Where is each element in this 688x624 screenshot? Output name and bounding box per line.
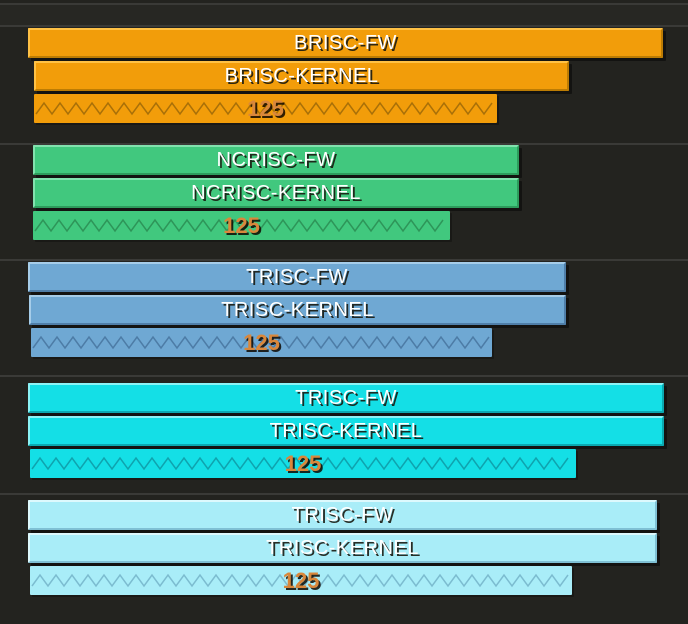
zone-name-label: TRISC-FW <box>291 504 394 526</box>
zone-name-label: TRISC-KERNEL <box>266 537 419 559</box>
track-separator-line <box>0 259 688 261</box>
zone-name-label: TRISC-KERNEL <box>221 299 374 321</box>
track-separator-line <box>0 3 688 5</box>
wait-zigzag-pattern <box>35 101 493 116</box>
wait-zigzag-pattern <box>31 573 569 588</box>
ncrisc-fw-zone-bar[interactable]: NCRISC-FW <box>33 145 519 175</box>
zone-name-label: TRISC-KERNEL <box>269 420 423 442</box>
zone-name-label: TRISC-FW <box>295 387 397 409</box>
trisc2-wait-zone-bar[interactable]: 125 <box>30 566 572 595</box>
trisc1-fw-zone-bar[interactable]: TRISC-FW <box>28 383 664 413</box>
trisc2-fw-zone-bar[interactable]: TRISC-FW <box>28 500 657 530</box>
ncrisc-wait-zone-bar[interactable]: 125 <box>33 211 450 240</box>
zone-duration-label: 125 <box>282 568 320 593</box>
zone-duration-label: 125 <box>247 96 284 121</box>
trisc0-fw-zone-bar[interactable]: TRISC-FW <box>28 262 566 292</box>
zone-name-label: NCRISC-FW <box>216 149 336 171</box>
zone-duration-label: 125 <box>284 451 322 476</box>
trisc2-kernel-zone-bar[interactable]: TRISC-KERNEL <box>28 533 657 563</box>
wait-zigzag-pattern <box>34 218 444 233</box>
zone-name-label: NCRISC-KERNEL <box>191 182 361 204</box>
zone-duration-label: 125 <box>243 330 280 355</box>
brisc-wait-zone-bar[interactable]: 125 <box>34 94 497 123</box>
track-separator-line <box>0 143 688 145</box>
track-separator-line <box>0 25 688 27</box>
brisc-fw-zone-bar[interactable]: BRISC-FW <box>28 28 663 58</box>
zone-name-label: BRISC-FW <box>294 32 397 54</box>
trisc1-kernel-zone-bar[interactable]: TRISC-KERNEL <box>28 416 664 446</box>
zone-name-label: BRISC-KERNEL <box>224 65 379 87</box>
wait-zigzag-pattern <box>31 456 569 471</box>
zone-duration-label: 125 <box>223 213 260 238</box>
empty-track-band <box>0 5 688 25</box>
ncrisc-kernel-zone-bar[interactable]: NCRISC-KERNEL <box>33 178 519 208</box>
trisc0-kernel-zone-bar[interactable]: TRISC-KERNEL <box>29 295 566 325</box>
wait-zigzag-pattern <box>32 335 490 350</box>
track-separator-line <box>0 493 688 495</box>
trisc1-wait-zone-bar[interactable]: 125 <box>30 449 576 478</box>
trisc0-wait-zone-bar[interactable]: 125 <box>31 328 492 357</box>
track-separator-line <box>0 375 688 377</box>
brisc-kernel-zone-bar[interactable]: BRISC-KERNEL <box>34 61 569 91</box>
zone-name-label: TRISC-FW <box>246 266 348 288</box>
